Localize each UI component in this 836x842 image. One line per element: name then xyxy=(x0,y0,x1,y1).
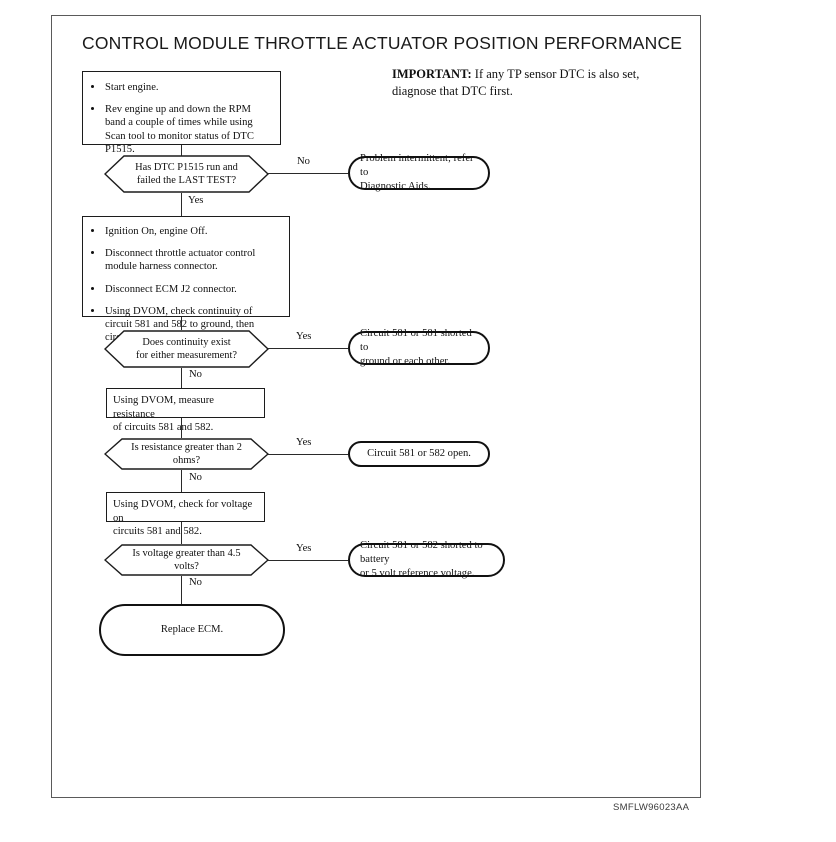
branch-label-yes-2: Yes xyxy=(296,331,312,342)
connector-decision1-yes xyxy=(181,193,183,216)
terminal-label: Replace ECM. xyxy=(160,624,224,636)
decision-text: Is voltage greater than 4.5 volts? xyxy=(104,544,269,576)
connector-decision2-yes xyxy=(268,348,348,350)
process-line-2: of circuits 581 and 582. xyxy=(113,422,214,434)
bullet-dot xyxy=(91,286,94,290)
process-box-step4: Using DVOM, check for voltage on circuit… xyxy=(106,492,265,537)
branch-label-no-4: No xyxy=(189,577,202,588)
decision-line-1: Is voltage greater than 4.5 volts? xyxy=(132,547,241,572)
terminal-problem-intermittent: Problem intermittent; refer to Diagnosti… xyxy=(348,153,490,192)
bullet-text: Start engine. xyxy=(105,82,159,93)
branch-label-no-1: No xyxy=(297,156,310,167)
hexagon-shape xyxy=(104,155,269,193)
hexagon-shape xyxy=(104,438,269,470)
connector-decision4-no xyxy=(181,576,183,604)
process-box-step2: Ignition On, engine Off. Disconnect thro… xyxy=(82,216,290,343)
decision-has-dtc-p1515-run: Has DTC P1515 run and failed the LAST TE… xyxy=(104,155,269,193)
process-line-2: circuits 581 and 582. xyxy=(113,526,202,538)
branch-label-no-3: No xyxy=(189,472,202,483)
branch-label-no-2: No xyxy=(189,369,202,380)
hexagon-shape xyxy=(104,544,269,576)
terminal-replace-ecm: Replace ECM. xyxy=(99,604,285,656)
hexagon-shape xyxy=(104,330,269,368)
connector-step2-decision2 xyxy=(181,317,183,330)
decision-voltage-greater-4-5-volts: Is voltage greater than 4.5 volts? xyxy=(104,544,269,576)
important-label: IMPORTANT: xyxy=(392,67,472,81)
decision-text: Has DTC P1515 run and failed the LAST TE… xyxy=(104,155,269,193)
process-box-step1: Start engine. Rev engine up and down the… xyxy=(82,71,281,155)
page-title: CONTROL MODULE THROTTLE ACTUATOR POSITIO… xyxy=(82,33,683,53)
process-box-step3: Using DVOM, measure resistance of circui… xyxy=(106,388,265,433)
process-line-1: Using DVOM, check for voltage on xyxy=(113,499,253,524)
terminal-circuit-shorted-ground: Circuit 581 or 581 shorted to ground or … xyxy=(348,328,490,367)
branch-label-yes-1: Yes xyxy=(188,195,204,206)
list-item: Rev engine up and down the RPM band a co… xyxy=(89,103,272,156)
bullet-dot xyxy=(91,85,94,88)
terminal-line-2: ground or each other. xyxy=(360,355,451,367)
bullet-dot xyxy=(91,229,94,232)
branch-label-yes-3: Yes xyxy=(296,437,312,448)
bullet-dot xyxy=(91,251,94,255)
important-text: If any TP sensor DTC is also set, diagno… xyxy=(392,67,640,98)
connector-decision4-yes xyxy=(268,560,348,562)
decision-resistance-greater-2-ohms: Is resistance greater than 2 ohms? xyxy=(104,438,269,470)
important-note: IMPORTANT: If any TP sensor DTC is also … xyxy=(392,66,642,99)
list-item: Start engine. xyxy=(89,81,272,94)
decision-line-2: failed the LAST TEST? xyxy=(136,175,237,186)
bullet-text: Disconnect ECM J2 connector. xyxy=(105,283,237,295)
terminal-line-2: Diagnostic Aids. xyxy=(360,180,431,192)
decision-line-2: for either measurement? xyxy=(136,350,237,361)
decision-text: Is resistance greater than 2 ohms? xyxy=(104,438,269,470)
footer-code: SMFLW96023AA xyxy=(613,802,690,813)
decision-line-1: Has DTC P1515 run and xyxy=(135,161,238,173)
decision-continuity-exist: Does continuity exist for either measure… xyxy=(104,330,269,368)
bullet-text: Disconnect throttle actuator control mod… xyxy=(105,248,256,273)
bullet-text: Ignition On, engine Off. xyxy=(105,226,208,237)
decision-line-1: Does continuity exist xyxy=(142,336,231,348)
bullet-text: Rev engine up and down the RPM band a co… xyxy=(105,104,254,155)
bullet-dot xyxy=(91,107,94,111)
terminal-line-1: Circuit 581 or 581 shorted to xyxy=(360,328,472,354)
terminal-line-2: or 5 volt reference voltage. xyxy=(360,567,475,579)
connector-step3-decision3 xyxy=(181,418,183,438)
bullet-dot xyxy=(91,308,94,312)
connector-decision2-no xyxy=(181,368,183,388)
connector-decision3-yes xyxy=(268,454,348,456)
terminal-circuit-open: Circuit 581 or 582 open. xyxy=(348,441,490,467)
branch-label-yes-4: Yes xyxy=(296,543,312,554)
terminal-line-1: Circuit 581 or 582 shorted to battery xyxy=(360,540,483,566)
list-item: Disconnect ECM J2 connector. xyxy=(89,283,281,296)
terminal-line-1: Circuit 581 or 582 open. xyxy=(367,448,471,460)
decision-line-1: Is resistance greater than 2 ohms? xyxy=(131,441,242,466)
connector-decision1-no xyxy=(268,173,348,175)
list-item: Ignition On, engine Off. xyxy=(89,225,281,238)
terminal-circuit-shorted-battery: Circuit 581 or 582 shorted to battery or… xyxy=(348,540,505,579)
connector-decision3-no xyxy=(181,470,183,492)
connector-step4-decision4 xyxy=(181,522,183,544)
decision-text: Does continuity exist for either measure… xyxy=(104,330,269,368)
terminal-line-1: Problem intermittent; refer to xyxy=(360,153,474,179)
process-line-1: Using DVOM, measure resistance xyxy=(113,395,214,420)
connector-step1-decision1 xyxy=(181,145,183,156)
list-item: Disconnect throttle actuator control mod… xyxy=(89,247,281,273)
